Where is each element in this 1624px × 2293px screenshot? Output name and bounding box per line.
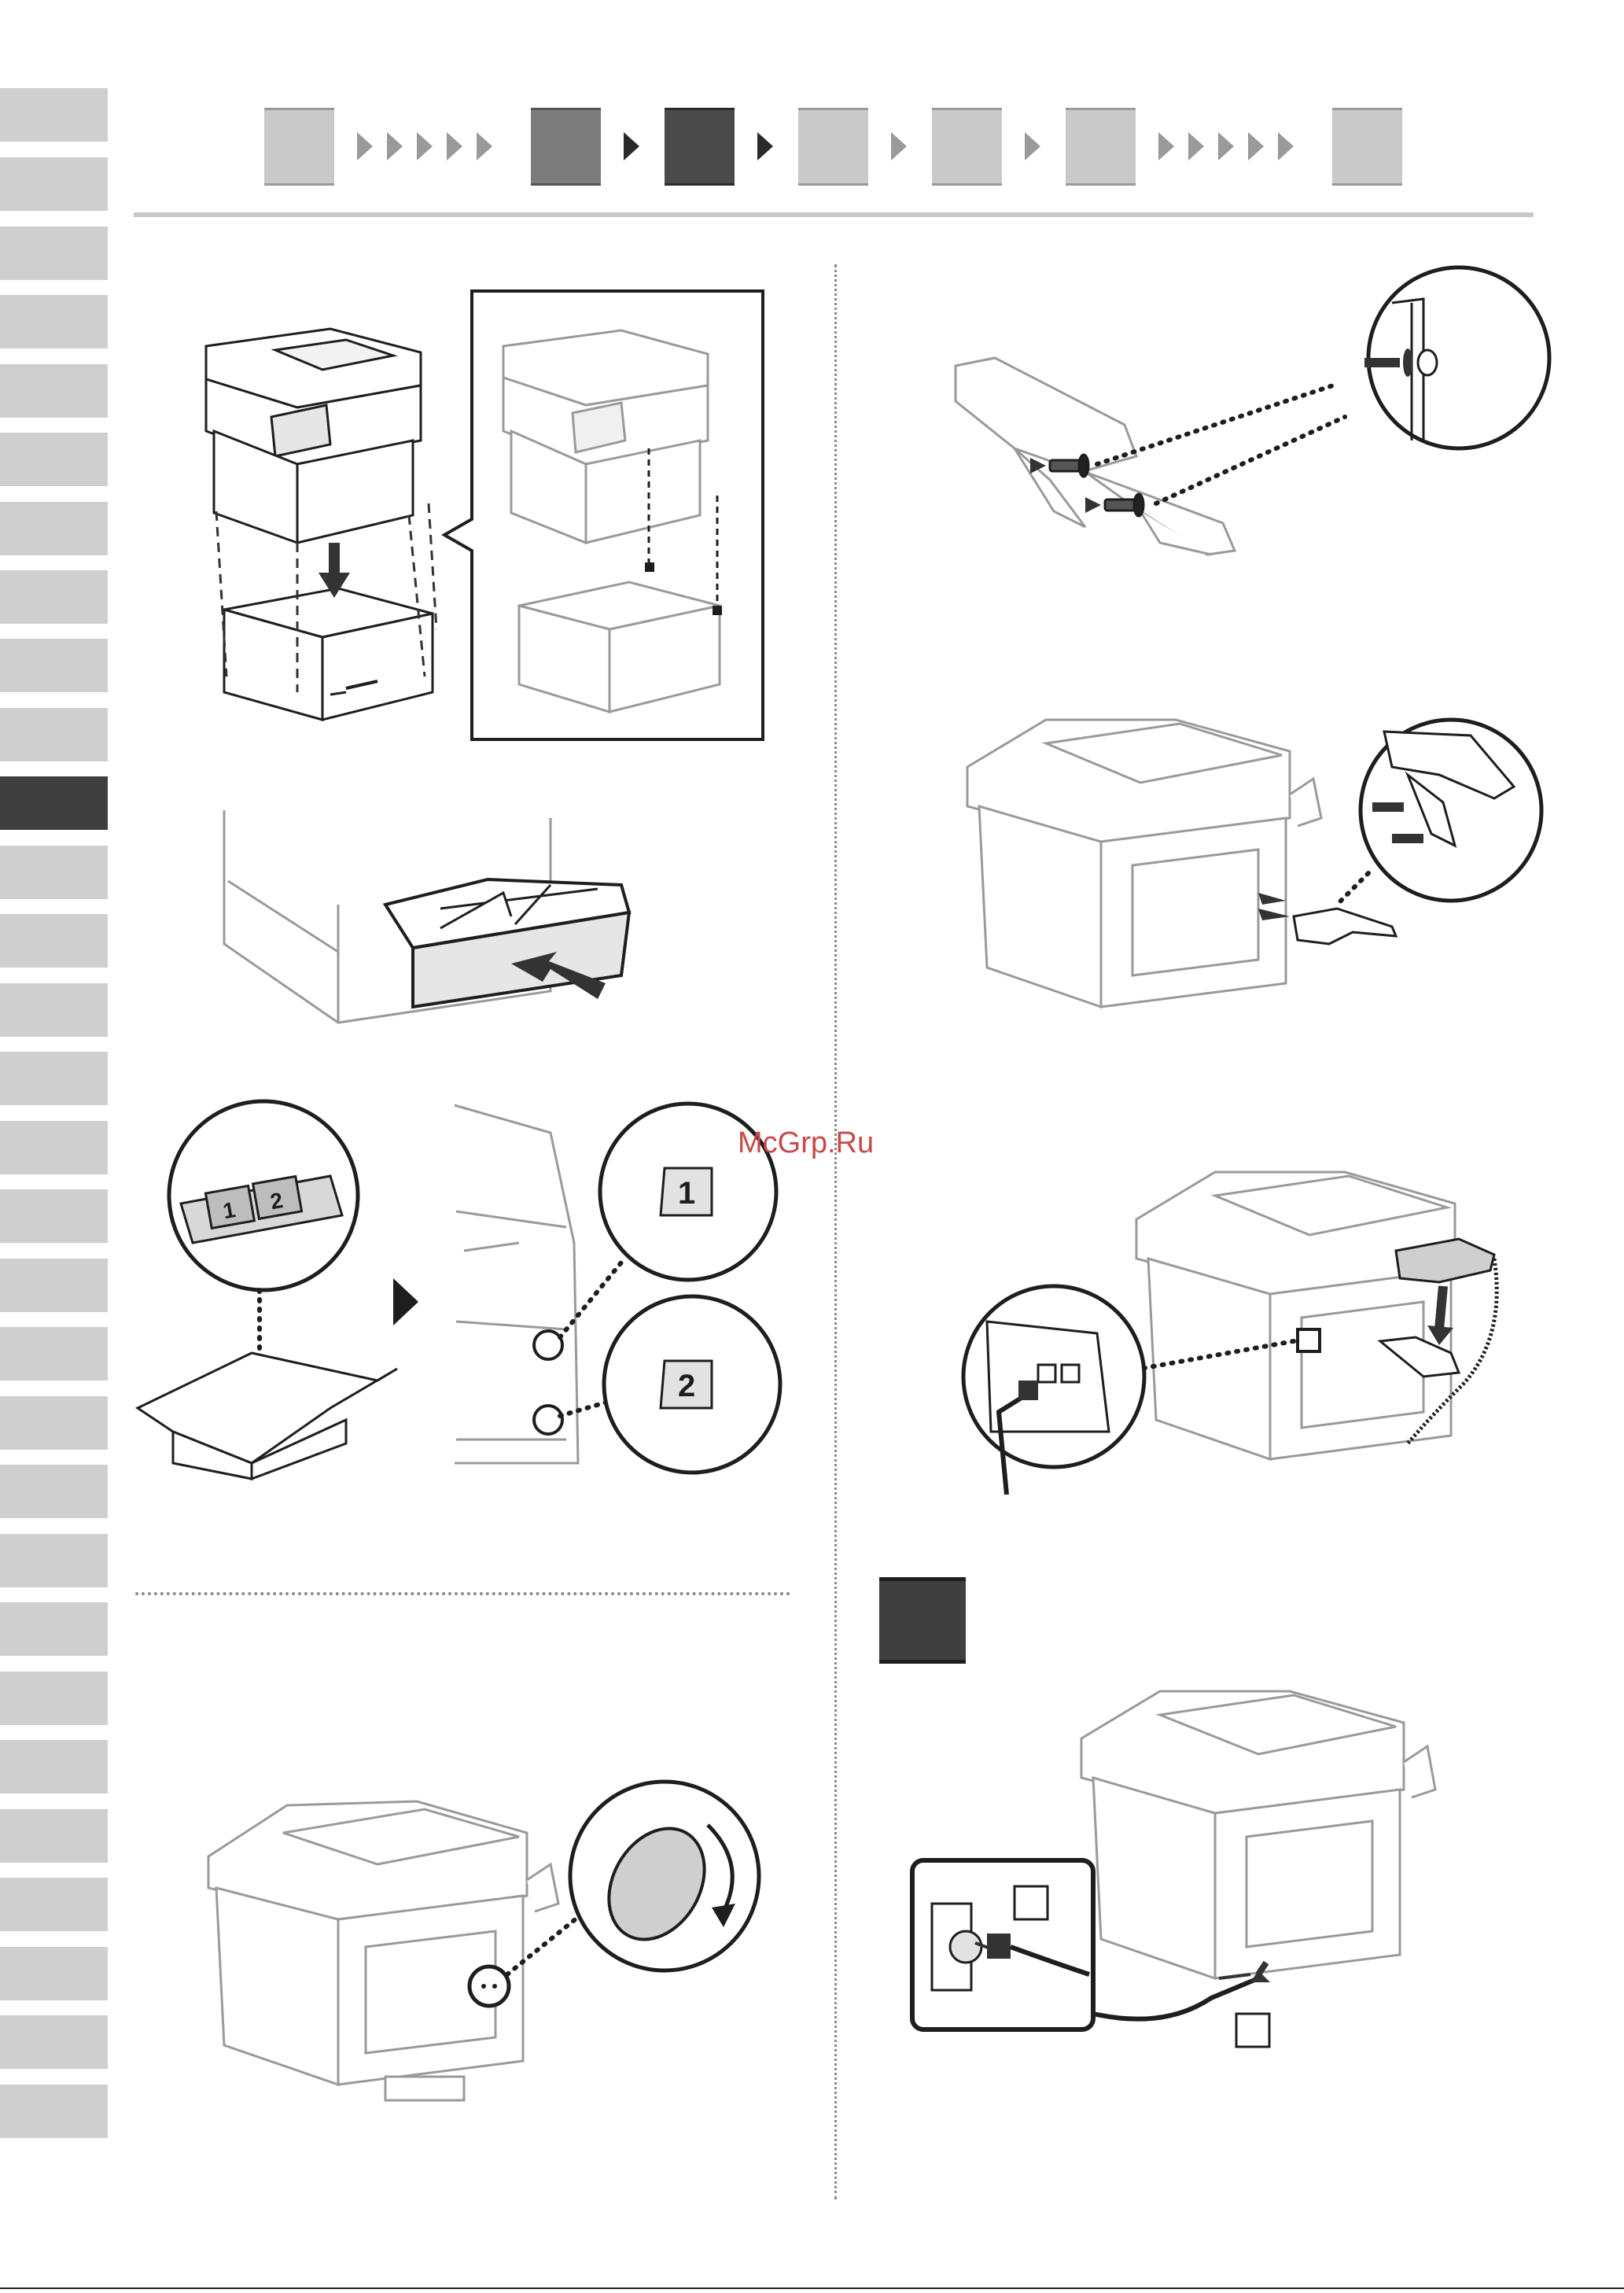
printer-rear-illustration-left [208, 1801, 558, 2100]
tray-label-2: 2 [678, 1369, 695, 1403]
holder-bracket [1294, 909, 1396, 944]
watermark: McGrp.Ru [738, 1126, 874, 1160]
handset-holder-illustration [956, 358, 1235, 555]
printer-power-illustration [1081, 1691, 1435, 1978]
printer-phone-illustration [1136, 1172, 1455, 1459]
printer-on-feeder-illustration [206, 329, 433, 720]
down-arrow-icon [1439, 1286, 1443, 1329]
open-box-illustration [138, 1353, 397, 1479]
step-marker-icon [879, 1581, 966, 1660]
cap-location-marker [470, 1967, 509, 2006]
tray-label-marker-2 [534, 1406, 562, 1434]
outlet-checkbox [1015, 1886, 1048, 1919]
plug-checkbox [1236, 2014, 1269, 2047]
line-port-marker [1298, 1329, 1320, 1351]
next-step-arrow-icon [393, 1278, 418, 1325]
tray-label-marker-1 [534, 1331, 562, 1359]
power-cord [1093, 1978, 1258, 2019]
footer-rule [0, 2287, 1624, 2289]
tray-label-1: 1 [678, 1176, 695, 1211]
printer-side-illustration [967, 720, 1321, 1007]
